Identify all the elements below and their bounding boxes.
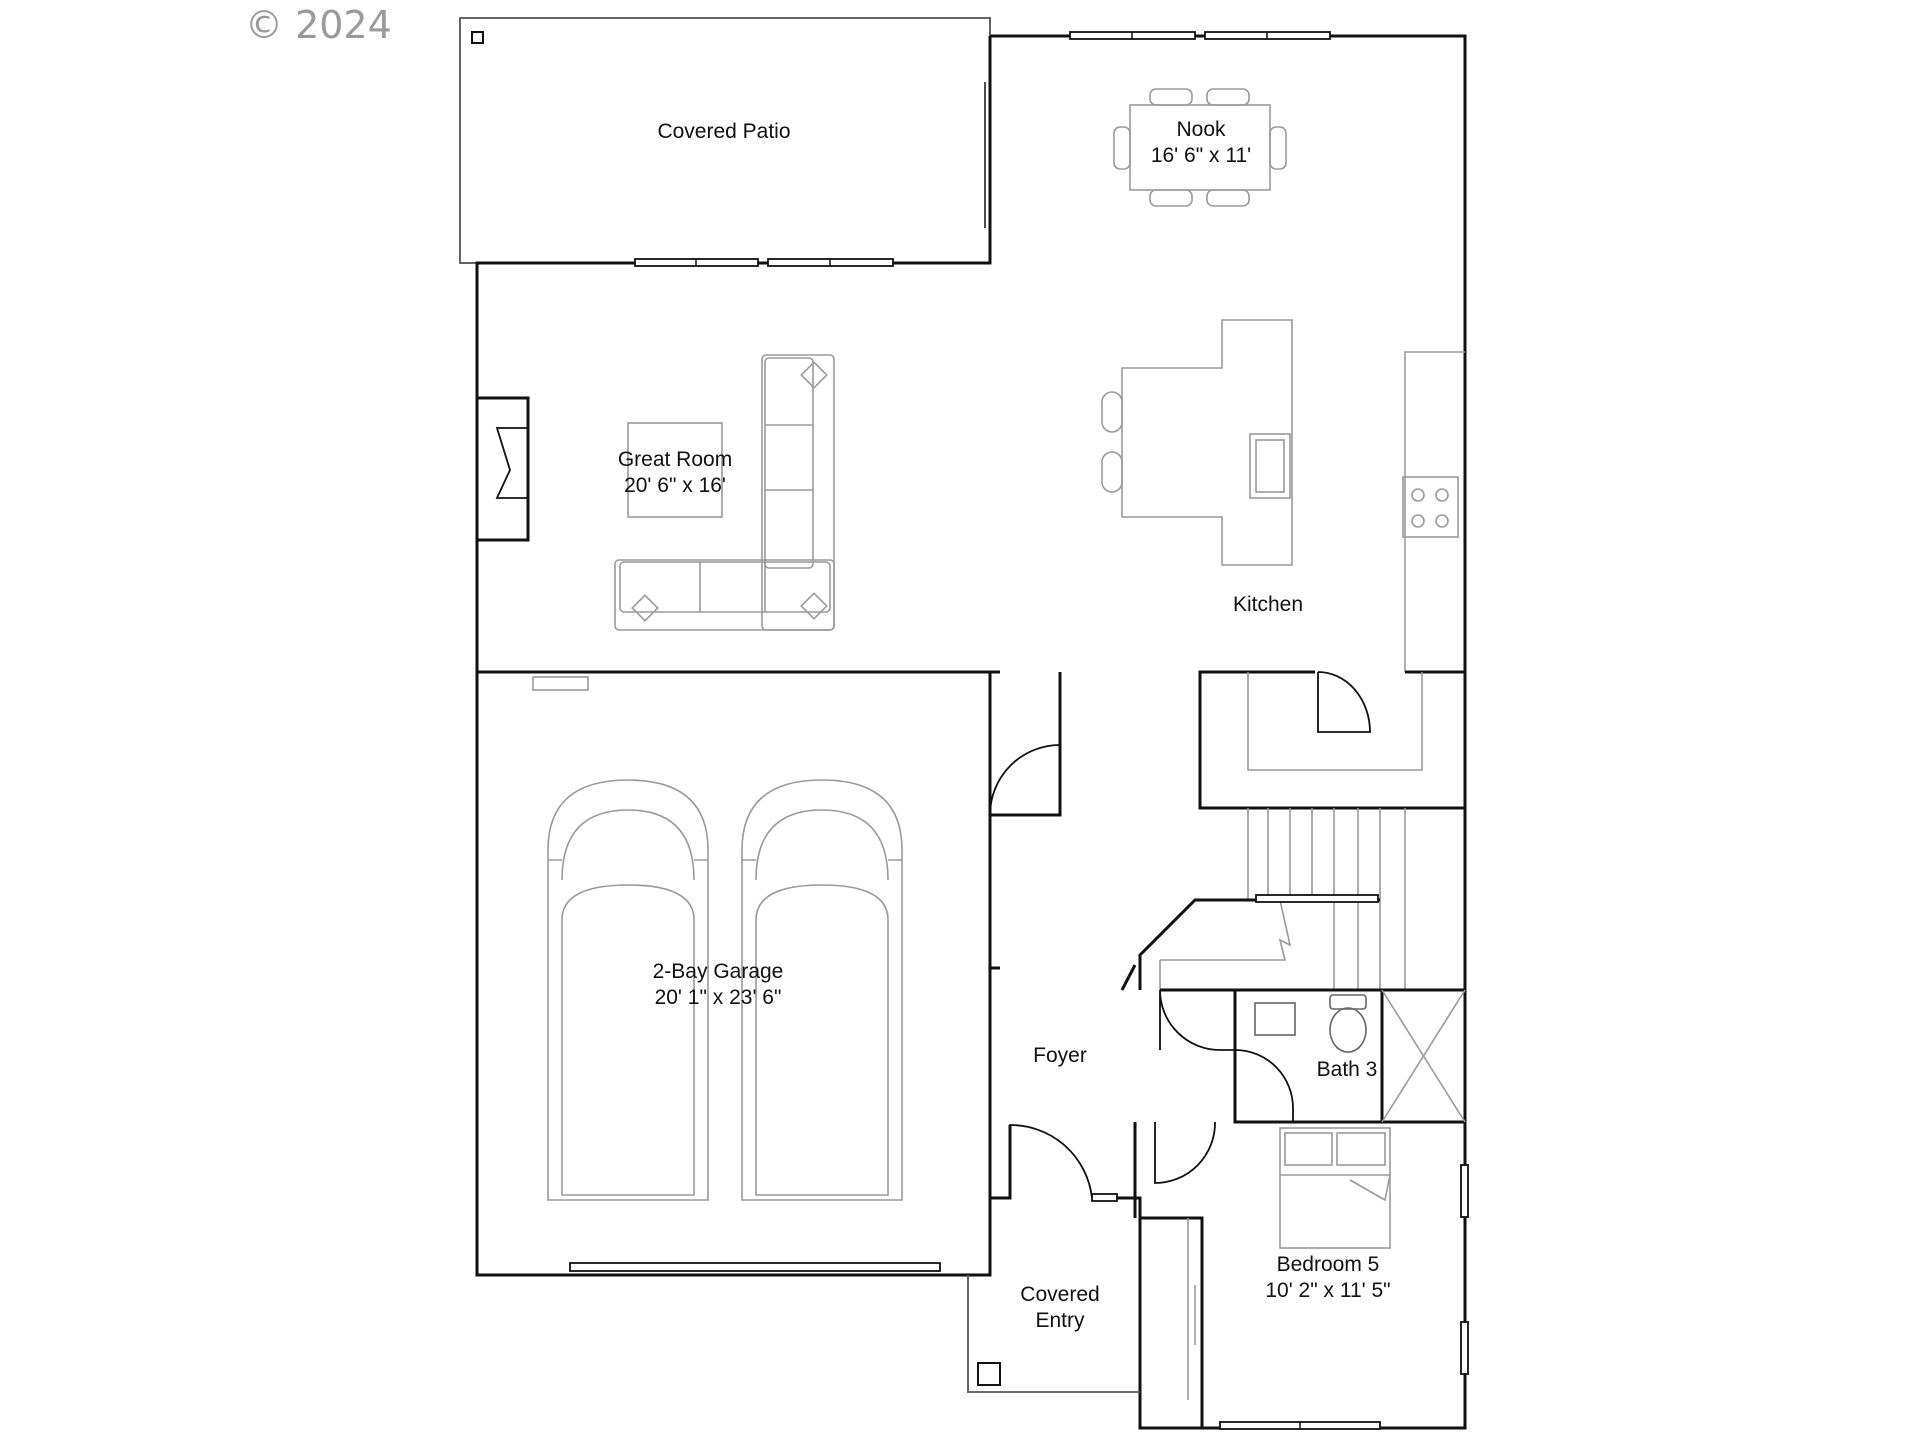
label-bath-3: Bath 3 (1317, 1058, 1378, 1081)
sectional-sofa (614, 354, 835, 631)
bath-3 (1160, 988, 1466, 1124)
closet-door (1159, 989, 1235, 1051)
label-great-room: Great Room (618, 448, 732, 471)
bed (1279, 1127, 1391, 1249)
label-covered-entry-line1: Covered (1020, 1283, 1099, 1306)
label-great-room-size: 20' 6" x 16' (624, 474, 726, 497)
copyright-text: © 2024 (245, 3, 392, 47)
label-foyer: Foyer (1033, 1044, 1087, 1067)
pantry (1198, 670, 1465, 810)
fireplace (477, 396, 530, 542)
windows (634, 31, 1469, 1430)
garage-entry-door-leaf (990, 745, 1060, 815)
label-nook: Nook (1176, 118, 1226, 141)
coffee-table (627, 422, 723, 518)
garage-entry-door (989, 744, 1061, 816)
covered-entry (967, 1275, 1140, 1393)
exterior-walls (475, 34, 1467, 1430)
label-covered-entry-line2: Entry (1035, 1309, 1085, 1332)
kitchen-counter (1402, 351, 1465, 672)
kitchen-island (1101, 319, 1293, 566)
nook-table (1113, 88, 1287, 207)
label-covered-patio: Covered Patio (657, 120, 790, 143)
garage-cars (532, 676, 903, 1201)
front-door (1009, 1124, 1118, 1202)
label-garage: 2-Bay Garage (653, 960, 784, 983)
label-nook-size: 16' 6" x 11' (1151, 144, 1251, 167)
label-garage-size: 20' 1" x 23' 6" (655, 986, 782, 1009)
bedroom-5 (1154, 1121, 1391, 1400)
label-bedroom-5: Bedroom 5 (1277, 1253, 1380, 1276)
label-bedroom-5-size: 10' 2" x 11' 5" (1265, 1279, 1390, 1302)
staircase (1120, 808, 1406, 991)
garage-door-opening (569, 1262, 941, 1272)
label-kitchen: Kitchen (1233, 593, 1303, 616)
